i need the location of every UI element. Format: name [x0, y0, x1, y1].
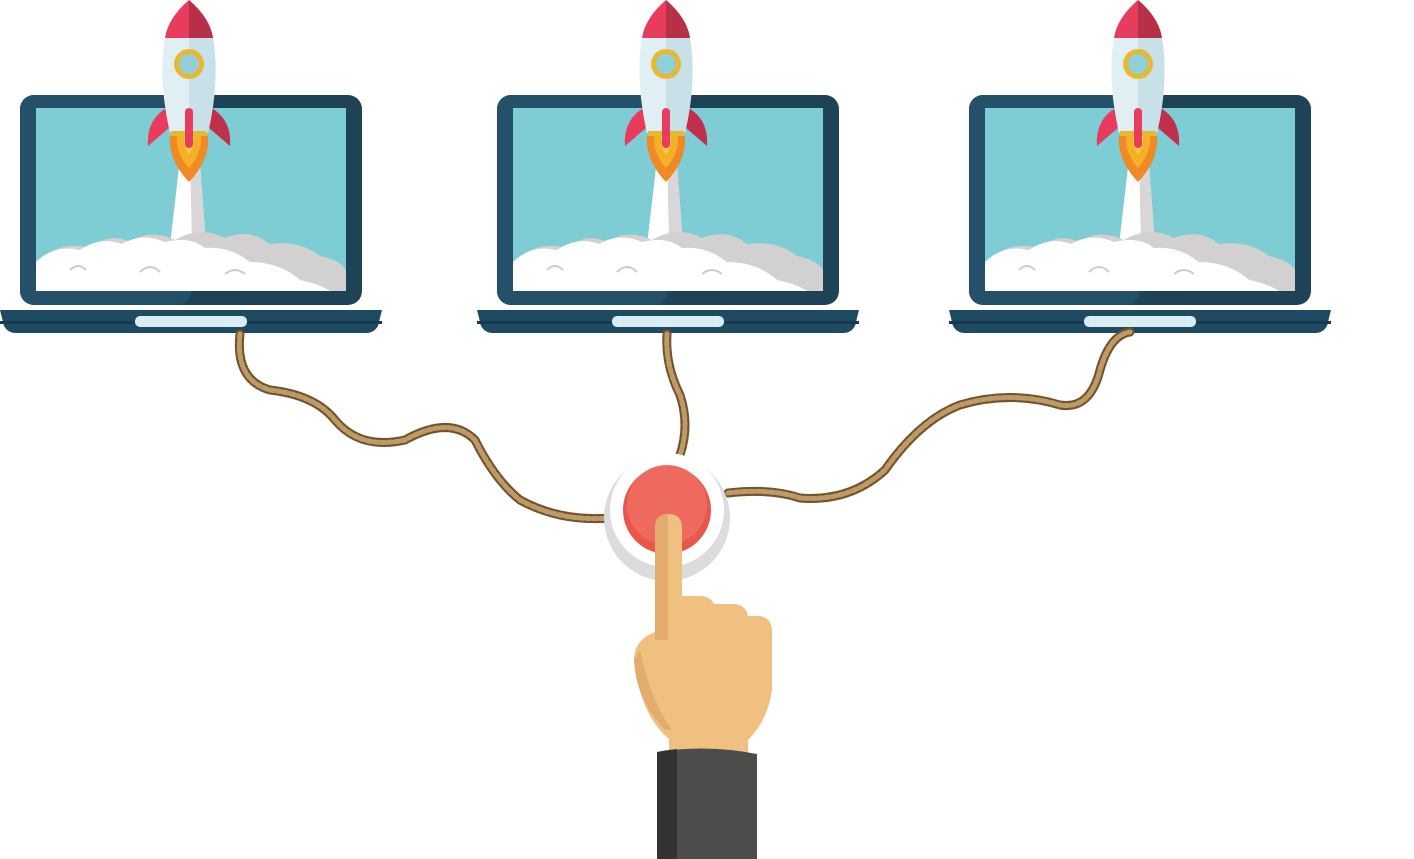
rope-right — [723, 327, 1135, 503]
laptop-right — [948, 0, 1332, 334]
laptop-center — [476, 0, 860, 334]
rope-left — [234, 329, 615, 524]
sleeve — [657, 748, 757, 859]
hand-icon — [634, 514, 772, 859]
ropes — [234, 327, 1135, 524]
laptop-left — [0, 0, 383, 334]
